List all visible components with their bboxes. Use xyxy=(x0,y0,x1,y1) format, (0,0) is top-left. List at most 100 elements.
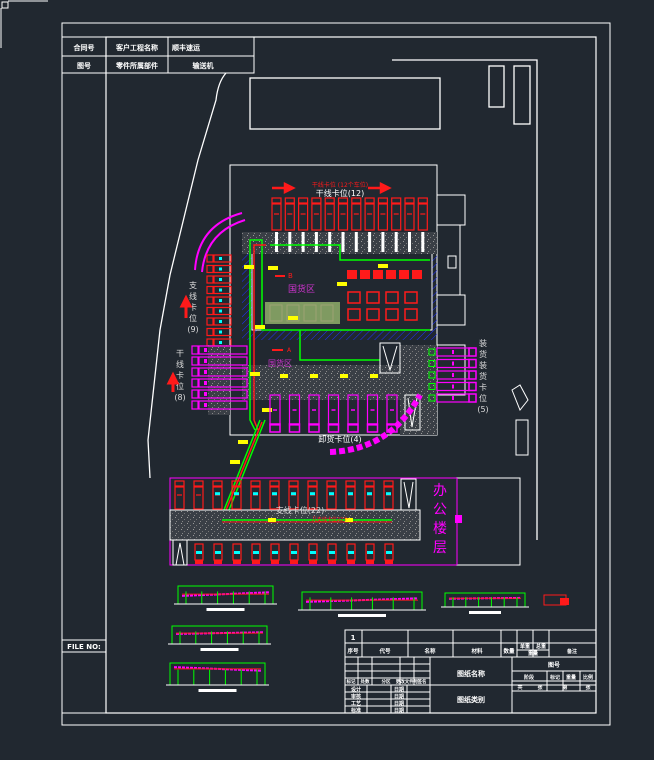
truck-bay xyxy=(206,327,232,337)
rack-frame xyxy=(404,291,418,304)
label-char: 货 xyxy=(479,371,487,381)
stage-row: 阶段标记重量比例 xyxy=(524,674,593,681)
truck-bay xyxy=(271,197,282,231)
dock-door xyxy=(421,232,425,252)
rack-frame xyxy=(347,308,361,321)
office-building xyxy=(455,477,521,566)
truck-bay xyxy=(231,480,242,510)
right-loading-bays xyxy=(428,347,477,403)
elevation-view xyxy=(174,585,277,611)
parts-col-1: 代号 xyxy=(378,647,391,655)
truck-bay xyxy=(206,264,232,274)
label-char: 位 xyxy=(189,313,197,323)
site-boundary xyxy=(147,59,538,540)
sign-role: 标准 xyxy=(350,707,361,714)
label-char: (8) xyxy=(174,393,185,402)
truck-bay xyxy=(324,197,335,231)
dock-door xyxy=(381,232,385,252)
rack-frame xyxy=(385,308,399,321)
label-char: 卡 xyxy=(176,370,184,380)
truck-bay xyxy=(386,394,398,433)
truck-bay xyxy=(307,480,318,510)
truck-bay xyxy=(364,480,375,510)
truck-bay xyxy=(206,338,232,347)
truck-bay xyxy=(377,197,388,231)
rev-col: 标记 xyxy=(346,678,356,685)
truck-bay xyxy=(193,480,204,510)
parts-list-header: 序号代号名称材料数量单重总重重量备注 xyxy=(346,643,577,657)
label-char: 位 xyxy=(176,381,184,391)
label-char: 层 xyxy=(433,540,447,556)
bottom-lower-bays xyxy=(194,543,394,564)
truck-bay xyxy=(288,480,299,510)
arrow-up-icon xyxy=(179,294,193,318)
left-branch-label: 支线卡位(9) xyxy=(187,280,198,334)
dock-floor-left xyxy=(208,345,230,415)
curved-conveyor-top-left xyxy=(194,212,246,273)
truck-bay xyxy=(288,394,301,433)
truck-bay xyxy=(428,358,477,369)
label-char: 货 xyxy=(479,349,487,359)
truck-bay xyxy=(206,296,232,305)
truck-bay xyxy=(311,197,322,231)
rev-col: 处数 xyxy=(360,678,370,685)
parts-col-7: 重量 xyxy=(528,650,538,657)
truck-bay xyxy=(391,197,402,231)
truck-bay xyxy=(347,394,359,433)
bulk-area-label: 国货区 xyxy=(288,283,315,295)
unloading-bays xyxy=(269,394,398,433)
title-block xyxy=(344,629,597,714)
project-name-label: 客户工程名称 xyxy=(115,43,158,52)
rack xyxy=(360,270,370,279)
truck-bay xyxy=(428,347,477,357)
arrow-right-icon xyxy=(368,181,392,195)
sorting-zone xyxy=(265,302,340,324)
truck-bay xyxy=(345,480,356,510)
parts-col-6: 总重 xyxy=(536,643,546,650)
label-char: 支 xyxy=(189,280,197,290)
truck-bay xyxy=(365,543,375,564)
label-char: 装 xyxy=(479,360,487,370)
revision-header: 标记处数分区更改文件号签名 xyxy=(346,678,427,685)
truck-bay xyxy=(308,543,318,564)
truck-bay xyxy=(191,367,248,377)
truck-bay xyxy=(213,543,223,564)
dock-door xyxy=(328,232,332,252)
truck-bay xyxy=(351,197,362,231)
file-no-label: FILE NO: xyxy=(67,643,101,651)
dock-door xyxy=(288,232,292,252)
arrow-right-icon xyxy=(272,181,296,195)
truck-bay xyxy=(327,394,340,433)
rack xyxy=(347,270,357,279)
parts-col-8: 备注 xyxy=(566,648,577,655)
rack-frame xyxy=(366,291,380,304)
label-char: 线 xyxy=(176,359,184,369)
rack-frame xyxy=(385,291,399,304)
curved-conveyor-right xyxy=(329,393,423,455)
truck-bay xyxy=(191,345,248,355)
parts-col-3: 材料 xyxy=(471,647,483,655)
sign-role: 设计 xyxy=(351,686,361,693)
drawing-type: 图纸类别 xyxy=(457,695,485,704)
sign-role: 工艺 xyxy=(351,700,361,707)
truck-bay xyxy=(191,389,248,399)
contract-no-label: 合同号 xyxy=(73,43,95,52)
truck-bay xyxy=(428,381,477,392)
elevation-view xyxy=(298,591,426,617)
parts-row-index: 1 xyxy=(351,634,356,642)
truck-bay xyxy=(366,394,379,433)
truck-bay xyxy=(194,543,204,564)
truck-bay xyxy=(428,393,477,403)
parts-col-2: 名称 xyxy=(424,647,436,655)
dock-door xyxy=(275,232,278,252)
truck-bay xyxy=(383,480,394,510)
truck-bay xyxy=(337,197,349,231)
sheet-cell: 第 xyxy=(562,684,567,691)
dock-door xyxy=(368,232,372,252)
left-trunk-bays xyxy=(191,345,248,410)
bulk-area-label-2: 国货区 xyxy=(268,358,292,368)
dock-door xyxy=(394,232,398,252)
truck-bay xyxy=(270,543,280,564)
